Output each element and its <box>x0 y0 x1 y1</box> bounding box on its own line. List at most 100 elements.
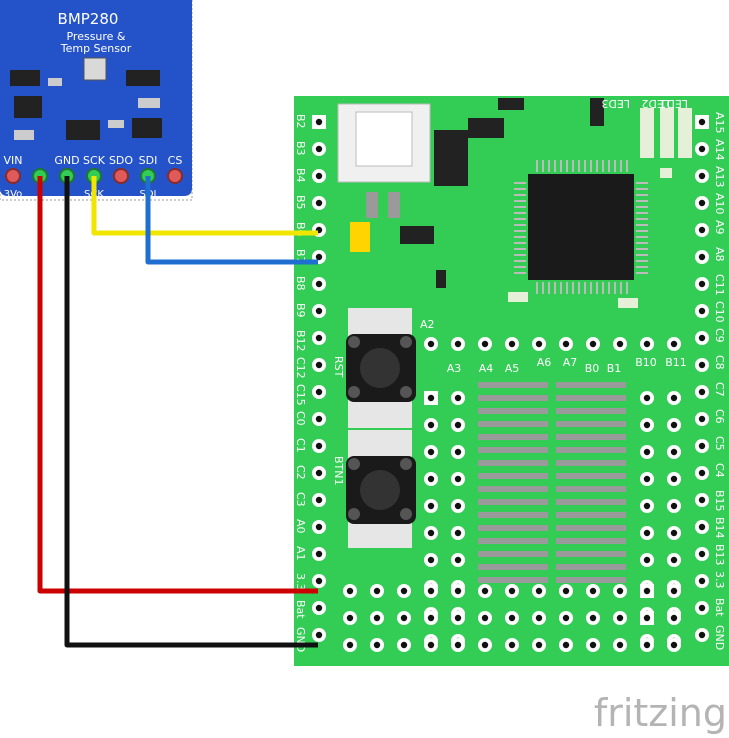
sensor-pin-vin[interactable] <box>5 168 21 184</box>
board-hole[interactable] <box>427 502 435 510</box>
board-hole[interactable] <box>698 388 706 396</box>
board-hole[interactable] <box>481 587 489 595</box>
board-hole[interactable] <box>454 641 462 649</box>
board-hole[interactable] <box>481 641 489 649</box>
board-hole[interactable] <box>481 340 489 348</box>
board-hole[interactable] <box>643 587 651 595</box>
board-hole[interactable] <box>670 421 678 429</box>
board-hole[interactable] <box>643 475 651 483</box>
board-hole[interactable] <box>643 340 651 348</box>
board-hole[interactable] <box>643 502 651 510</box>
board-hole[interactable] <box>698 145 706 153</box>
board-hole[interactable] <box>315 307 323 315</box>
board-hole[interactable] <box>670 475 678 483</box>
board-hole[interactable] <box>346 614 354 622</box>
board-hole[interactable] <box>427 529 435 537</box>
board-hole[interactable] <box>315 442 323 450</box>
board-hole[interactable] <box>508 340 516 348</box>
board-hole[interactable] <box>643 421 651 429</box>
board-hole[interactable] <box>315 577 323 585</box>
board-hole[interactable] <box>315 280 323 288</box>
board-hole[interactable] <box>454 529 462 537</box>
board-hole[interactable] <box>698 496 706 504</box>
board-hole[interactable] <box>562 641 570 649</box>
board-hole[interactable] <box>315 118 323 126</box>
board-hole[interactable] <box>315 604 323 612</box>
board-hole[interactable] <box>670 340 678 348</box>
board-hole[interactable] <box>589 641 597 649</box>
board-hole[interactable] <box>315 388 323 396</box>
board-hole[interactable] <box>535 614 543 622</box>
board-hole[interactable] <box>562 614 570 622</box>
board-hole[interactable] <box>698 631 706 639</box>
board-hole[interactable] <box>373 641 381 649</box>
board-hole[interactable] <box>698 415 706 423</box>
board-hole[interactable] <box>698 469 706 477</box>
board-hole[interactable] <box>698 307 706 315</box>
board-hole[interactable] <box>454 394 462 402</box>
board-hole[interactable] <box>427 556 435 564</box>
board-hole[interactable] <box>454 421 462 429</box>
board-hole[interactable] <box>454 614 462 622</box>
board-hole[interactable] <box>315 415 323 423</box>
board-hole[interactable] <box>373 614 381 622</box>
board-hole[interactable] <box>698 523 706 531</box>
board-hole[interactable] <box>315 523 323 531</box>
board-hole[interactable] <box>643 614 651 622</box>
board-hole[interactable] <box>373 587 381 595</box>
board-hole[interactable] <box>698 280 706 288</box>
board-hole[interactable] <box>643 448 651 456</box>
board-hole[interactable] <box>400 641 408 649</box>
board-hole[interactable] <box>698 172 706 180</box>
board-hole[interactable] <box>670 556 678 564</box>
board-hole[interactable] <box>698 226 706 234</box>
board-hole[interactable] <box>670 448 678 456</box>
board-hole[interactable] <box>508 614 516 622</box>
board-hole[interactable] <box>346 641 354 649</box>
board-hole[interactable] <box>454 502 462 510</box>
board-hole[interactable] <box>643 394 651 402</box>
board-hole[interactable] <box>400 587 408 595</box>
board-hole[interactable] <box>427 448 435 456</box>
wire-3v3[interactable] <box>37 176 318 594</box>
board-hole[interactable] <box>698 577 706 585</box>
board-hole[interactable] <box>698 199 706 207</box>
board-hole[interactable] <box>643 556 651 564</box>
board-hole[interactable] <box>589 340 597 348</box>
board-hole[interactable] <box>643 641 651 649</box>
board-hole[interactable] <box>427 614 435 622</box>
board-hole[interactable] <box>698 253 706 261</box>
board-hole[interactable] <box>616 614 624 622</box>
board-hole[interactable] <box>315 631 323 639</box>
sensor-pin-sdo[interactable] <box>113 168 129 184</box>
board-hole[interactable] <box>315 550 323 558</box>
btn1-button[interactable] <box>346 430 416 548</box>
board-hole[interactable] <box>508 587 516 595</box>
board-hole[interactable] <box>315 253 323 261</box>
board-hole[interactable] <box>454 448 462 456</box>
board-hole[interactable] <box>454 556 462 564</box>
rst-button[interactable] <box>346 308 416 428</box>
board-hole[interactable] <box>427 421 435 429</box>
wire-gnd[interactable] <box>64 176 318 648</box>
board-hole[interactable] <box>315 145 323 153</box>
wire-sdi[interactable] <box>145 176 318 265</box>
board-hole[interactable] <box>454 587 462 595</box>
board-hole[interactable] <box>427 587 435 595</box>
board-hole[interactable] <box>698 334 706 342</box>
board-hole[interactable] <box>535 340 543 348</box>
board-hole[interactable] <box>508 641 516 649</box>
board-hole[interactable] <box>315 469 323 477</box>
board-hole[interactable] <box>454 475 462 483</box>
board-hole[interactable] <box>616 587 624 595</box>
board-hole[interactable] <box>315 334 323 342</box>
board-hole[interactable] <box>698 604 706 612</box>
board-hole[interactable] <box>670 641 678 649</box>
board-hole[interactable] <box>698 550 706 558</box>
board-hole[interactable] <box>535 587 543 595</box>
board-hole[interactable] <box>616 340 624 348</box>
board-hole[interactable] <box>481 614 489 622</box>
board-hole[interactable] <box>535 641 543 649</box>
board-hole[interactable] <box>698 442 706 450</box>
board-hole[interactable] <box>670 614 678 622</box>
